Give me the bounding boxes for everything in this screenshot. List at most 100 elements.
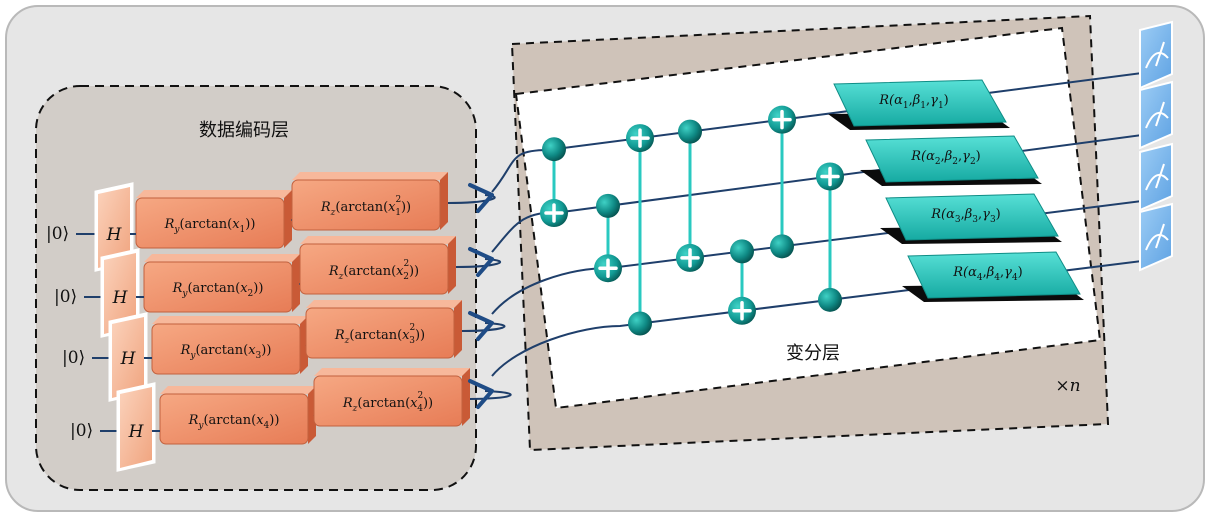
hadamard-gate — [98, 187, 130, 268]
meter-needle — [1155, 41, 1165, 67]
meter-panel — [1139, 142, 1173, 212]
rotation-gate-label: R(α2,β2,γ2) — [910, 149, 981, 167]
meter-arc — [1145, 51, 1169, 69]
cnot-gate — [768, 105, 796, 259]
hadamard-label: H — [120, 349, 137, 369]
meter-arc — [1145, 173, 1169, 191]
rz-gate-side — [454, 300, 462, 358]
hadamard-label: H — [128, 422, 145, 442]
control-dot — [542, 137, 566, 162]
meter-panel — [1139, 20, 1173, 90]
output-wire — [461, 322, 506, 332]
meter-arc — [1145, 111, 1169, 129]
cnot-gate — [626, 124, 654, 336]
ry-gate-side — [284, 190, 292, 248]
variational-layer-title: 变分层 — [786, 343, 840, 364]
rz-gate — [291, 179, 441, 231]
encoding-layer-title: 数据编码层 — [199, 120, 289, 141]
flow-arrow — [468, 247, 494, 277]
ry-gate-top — [152, 316, 308, 324]
ry-gate — [143, 261, 293, 313]
rotation-gate: R(α3,β3,γ3) — [880, 193, 1062, 244]
cnot-gate — [676, 119, 704, 272]
hadamard-gate — [120, 387, 152, 468]
cnot-gate — [728, 239, 756, 325]
rotation-gate: R(α2,β2,γ2) — [860, 135, 1042, 186]
ry-gate-top — [136, 190, 292, 198]
rotation-gate-label: R(α3,β3,γ3) — [930, 207, 1001, 225]
meter-panel — [1139, 80, 1173, 150]
cnot-gate — [540, 137, 568, 228]
flow-arrow — [468, 311, 494, 341]
rz-gate-top — [300, 236, 456, 244]
meter-needle — [1155, 223, 1165, 249]
rz-gate-side — [448, 236, 456, 294]
repeat-label: ×n — [1055, 376, 1080, 396]
rotation-gate-face — [833, 79, 1007, 127]
control-dot — [596, 193, 620, 218]
rz-gate-top — [306, 300, 462, 308]
cnot-gate — [816, 162, 844, 312]
ry-gate-label: Ry(arctan(x1)) — [164, 217, 256, 235]
rz-gate-side — [462, 368, 470, 426]
control-dot — [730, 239, 754, 264]
ry-gate-top — [144, 254, 300, 262]
measurement-meter-icon — [1139, 80, 1173, 150]
ry-gate — [135, 197, 285, 249]
ry-gate — [159, 393, 309, 445]
rz-gate-top — [292, 172, 448, 180]
control-dot — [678, 119, 702, 144]
hadamard-gate — [112, 317, 144, 398]
meter-needle — [1155, 163, 1165, 189]
measurement-meter-icon — [1139, 142, 1173, 212]
variational-circuit: R(α1,β1,γ1) R(α2,β2,γ2) R(α3,β3,γ3) R(α4,β4… — [491, 20, 1173, 377]
cnot-gate — [594, 193, 622, 283]
qubit-wire — [491, 259, 1151, 377]
meter-needle — [1155, 101, 1165, 127]
rotation-gate: R(α1,β1,γ1) — [828, 79, 1010, 130]
ry-gate-label: Ry(arctan(x3)) — [180, 343, 272, 361]
rz-gate-top — [314, 368, 470, 376]
measurement-meter-icon — [1139, 20, 1173, 90]
rotation-gate-face — [865, 135, 1039, 183]
ry-gate-label: Ry(arctan(x4)) — [188, 413, 280, 431]
ket-zero-label: |0⟩ — [62, 348, 85, 368]
ket-zero-label: |0⟩ — [46, 224, 69, 244]
rz-gate — [299, 243, 449, 295]
rz-gate-side — [440, 172, 448, 230]
rz-gate — [305, 307, 455, 359]
meter-arc — [1145, 233, 1169, 251]
ry-gate-side — [292, 254, 300, 312]
ry-gate-top — [160, 386, 316, 394]
rotation-gate: R(α4,β4,γ4) — [902, 251, 1084, 302]
ry-gate-label: Ry(arctan(x2)) — [172, 281, 264, 299]
control-dot — [770, 234, 794, 259]
measurement-meter-icon — [1139, 202, 1173, 272]
output-wire — [469, 390, 512, 400]
rz-gate — [313, 375, 463, 427]
hadamard-label: H — [112, 288, 129, 308]
control-dot — [818, 287, 842, 312]
meter-panel — [1139, 202, 1173, 272]
control-dot — [628, 311, 652, 336]
rotation-gate-label: R(α4,β4,γ4) — [952, 265, 1023, 283]
rotation-gate-face — [907, 251, 1081, 299]
flow-arrow — [468, 183, 494, 213]
ket-zero-label: |0⟩ — [54, 287, 77, 307]
ry-gate — [151, 323, 301, 375]
ket-zero-label: |0⟩ — [70, 421, 93, 441]
hadamard-label: H — [106, 225, 123, 245]
rotation-gate-label: R(α1,β1,γ1) — [878, 93, 949, 111]
rotation-gate-face — [885, 193, 1059, 241]
flow-arrow — [468, 379, 494, 409]
